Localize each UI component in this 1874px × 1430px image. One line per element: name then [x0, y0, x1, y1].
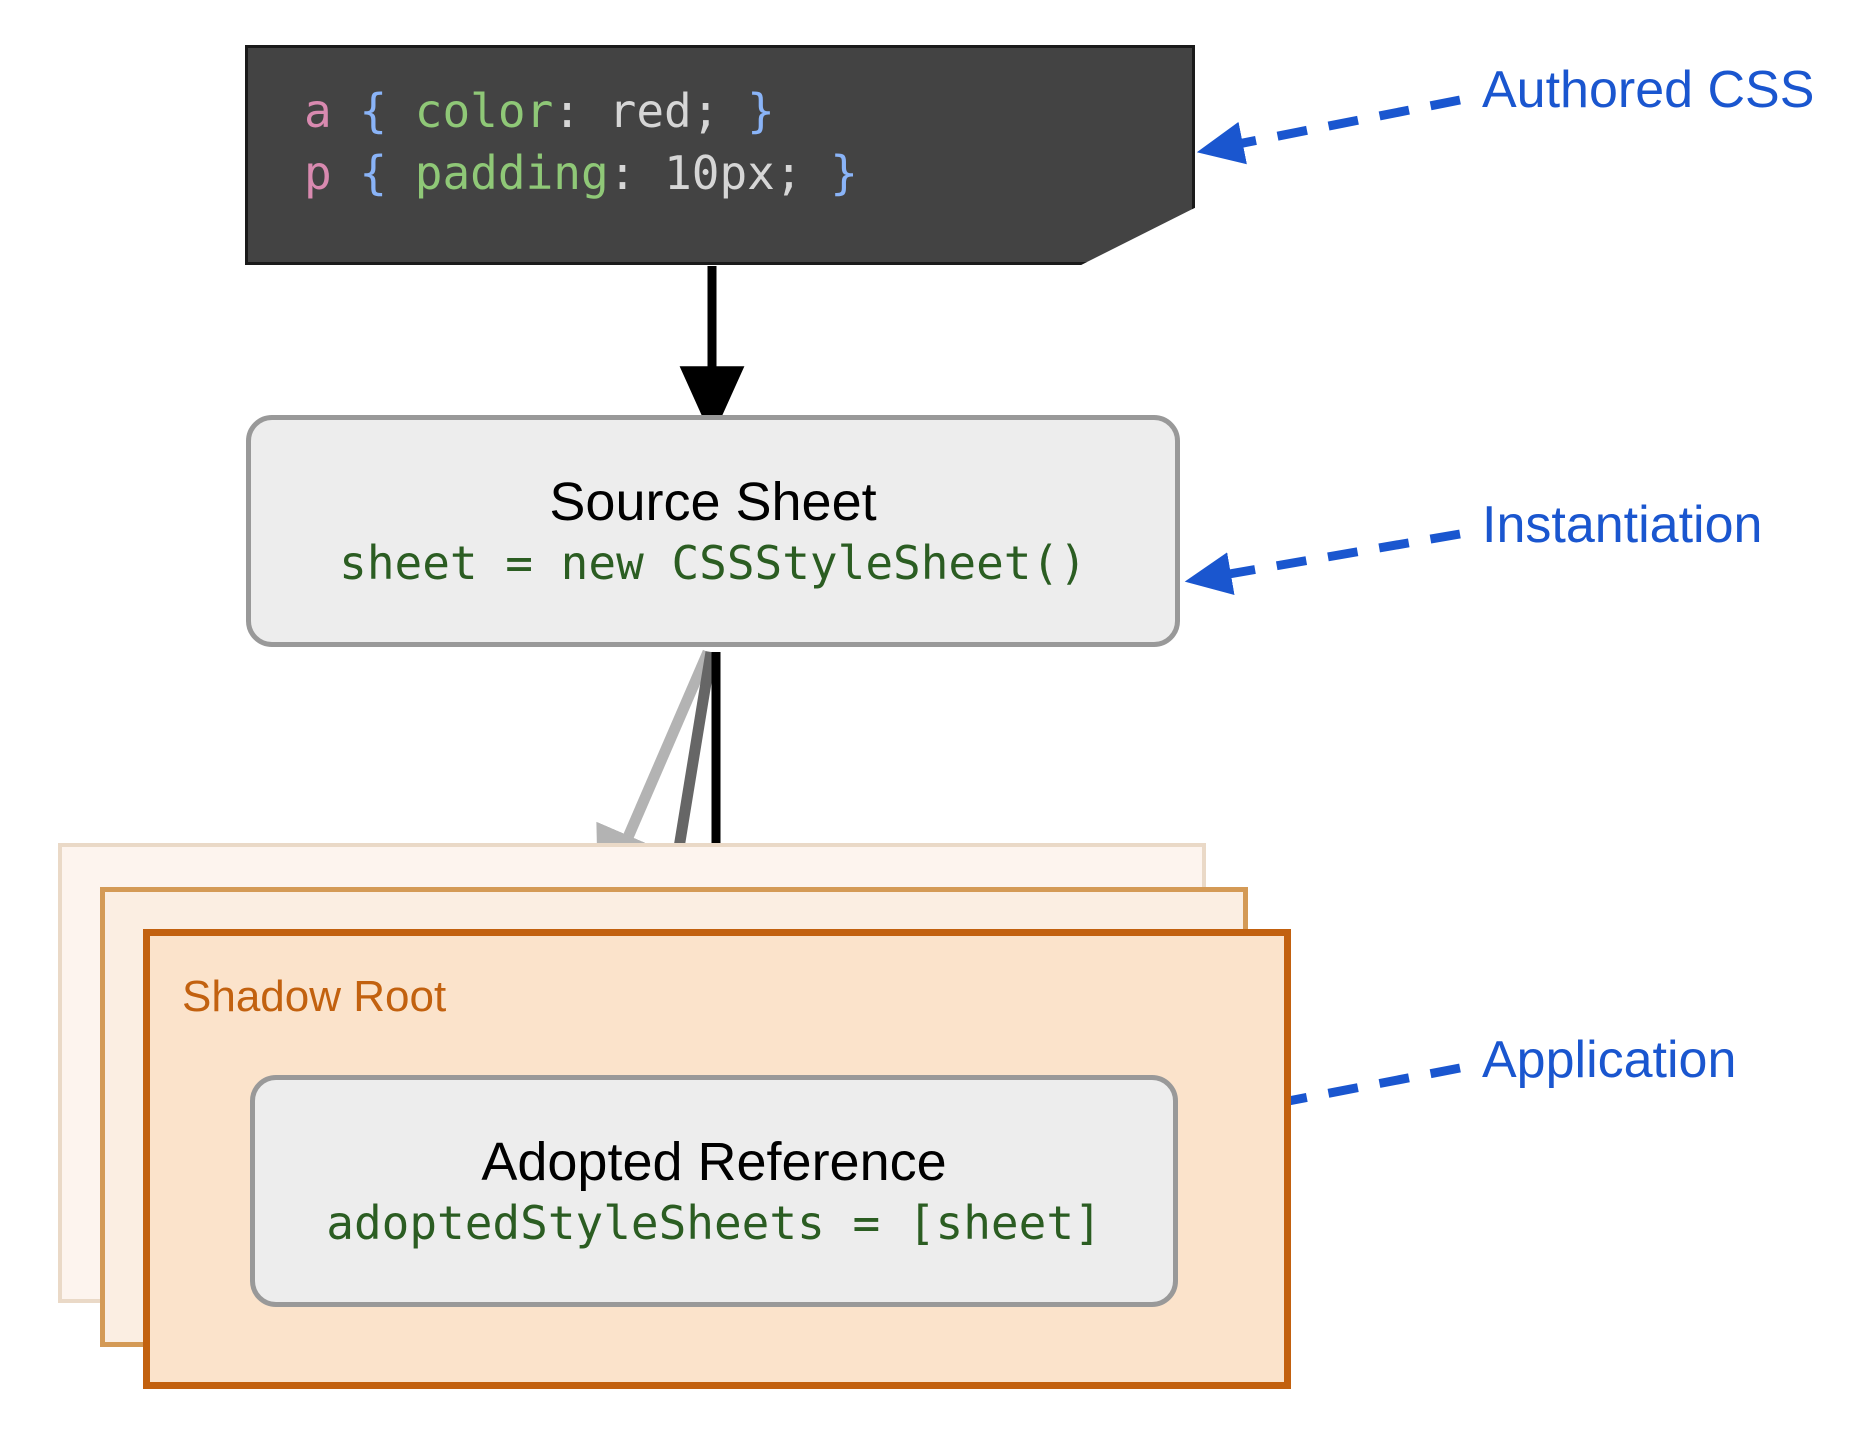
- annotation-label-authored-css: Authored CSS: [1482, 61, 1815, 119]
- css-line-1-selector: p: [304, 146, 332, 200]
- source-sheet-code: sheet = new CSSStyleSheet(): [339, 536, 1087, 591]
- arrow-annotation-instantiation: [1184, 529, 1461, 595]
- css-line-0-value: red;: [608, 84, 720, 138]
- adopted-reference-box: Adopted Reference adoptedStyleSheets = […: [250, 1075, 1178, 1307]
- css-line-1-close-brace: }: [802, 146, 858, 200]
- css-line-0-colon: :: [553, 84, 609, 138]
- authored-css-code-block: a { color: red; } p { padding: 10px; }: [245, 45, 1195, 265]
- arrow-source-sheet-to-card-back: [596, 649, 714, 907]
- source-sheet-title: Source Sheet: [549, 472, 877, 532]
- adopted-reference-title: Adopted Reference: [481, 1132, 947, 1192]
- css-line-0-property: color: [414, 84, 554, 138]
- css-line-1-colon: :: [608, 146, 665, 200]
- arrow-annotation-authored-css: [1196, 95, 1461, 165]
- shadow-root-label: Shadow Root: [182, 972, 447, 1021]
- annotation-label-application: Application: [1482, 1031, 1737, 1089]
- css-line-1-property: padding: [414, 146, 609, 200]
- adopted-reference-code: adoptedStyleSheets = [sheet]: [326, 1196, 1102, 1251]
- source-sheet-box: Source Sheet sheet = new CSSStyleSheet(): [246, 415, 1180, 647]
- authored-css-code-text: a { color: red; } p { padding: 10px; }: [304, 80, 858, 204]
- css-line-1-open-brace: {: [331, 146, 415, 200]
- css-line-1-value: 10px;: [664, 146, 803, 200]
- annotation-label-instantiation: Instantiation: [1482, 496, 1763, 554]
- css-line-0-open-brace: {: [331, 84, 415, 138]
- css-line-0-selector: a: [304, 84, 332, 138]
- css-line-0-close-brace: }: [719, 84, 775, 138]
